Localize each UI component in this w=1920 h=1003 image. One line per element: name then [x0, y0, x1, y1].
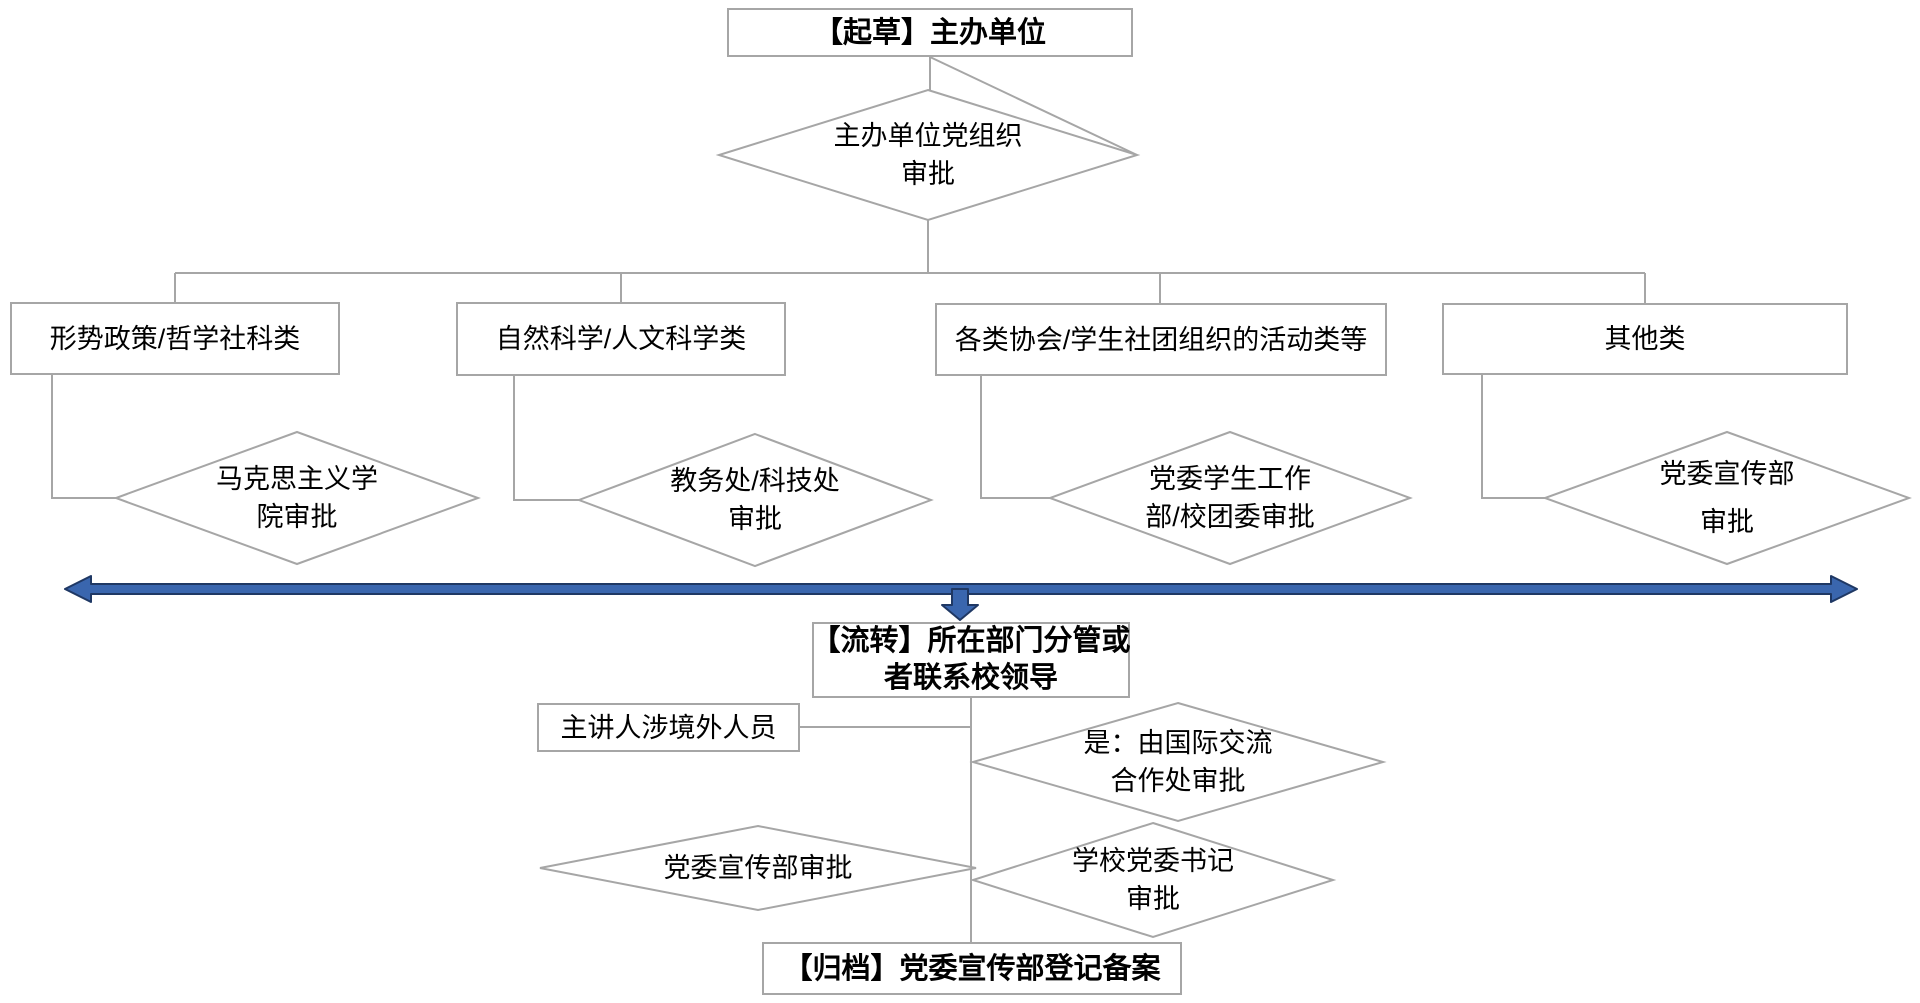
connector-branch-3-approver — [980, 376, 1050, 499]
connector-branch-2-approver — [513, 376, 579, 501]
decision-diamond-publicity-dept — [1542, 430, 1912, 566]
branch-box-associations: 各类协会/学生社团组织的活动类等 — [935, 303, 1387, 376]
decision-diamond-student-work — [1047, 430, 1413, 566]
down-arrow — [941, 588, 979, 621]
foreign-speaker-box: 主讲人涉境外人员 — [537, 703, 800, 752]
decision-diamond-international — [969, 701, 1387, 823]
branch-box-other: 其他类 — [1442, 303, 1848, 375]
circulation-box-line2: 者联系校领导 — [883, 662, 1058, 694]
circulation-box-line1: 【流转】所在部门分管或 — [811, 625, 1131, 657]
branch-box-science: 自然科学/人文科学类 — [456, 302, 786, 376]
decision-diamond-party-secretary — [969, 821, 1337, 939]
connector-branch-1-approver — [51, 375, 116, 499]
archive-box: 【归档】党委宣传部登记备案 — [762, 942, 1182, 995]
decision-diamond-publicity-review — [539, 824, 977, 912]
draft-box: 【起草】主办单位 — [727, 8, 1133, 57]
decision-diamond-marxism — [113, 430, 481, 566]
connector-stray-diagonal — [929, 56, 1138, 156]
decision-diamond-academic — [576, 432, 934, 568]
connector-branch-4-approver — [1481, 375, 1546, 499]
branch-box-politics: 形势政策/哲学社科类 — [10, 302, 340, 375]
circulation-box: 【流转】所在部门分管或 者联系校领导 — [811, 622, 1131, 698]
decision-diamond-org-approval — [715, 88, 1141, 222]
